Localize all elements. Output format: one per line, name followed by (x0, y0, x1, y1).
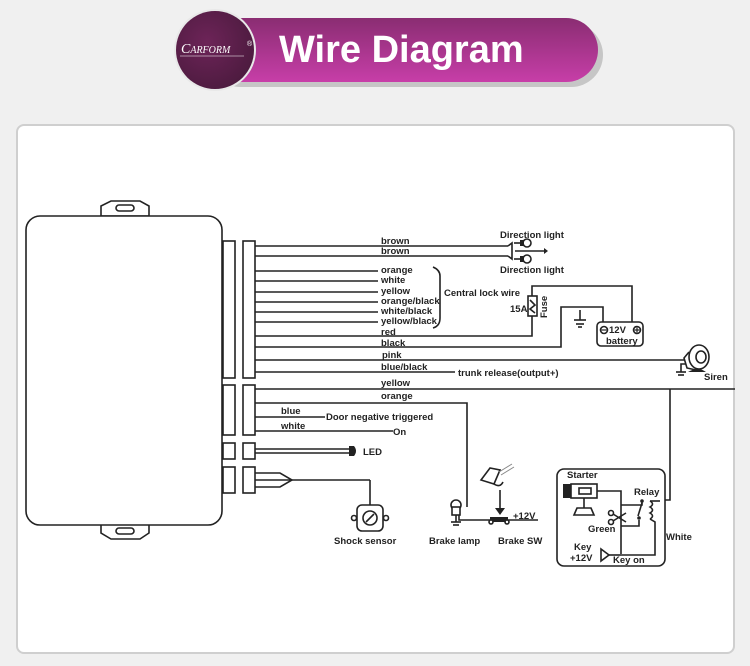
label-trunk-release: trunk release(output+) (458, 368, 559, 379)
label-direction-light-top: Direction light (500, 230, 565, 241)
fuse-icon (527, 285, 633, 322)
label-door-negative: Door negative triggered (326, 412, 433, 423)
bulb-icon (522, 254, 532, 264)
label-green: Green (588, 524, 616, 535)
led-icon (255, 446, 356, 456)
label-central-lock-wire: Central lock wire (444, 288, 520, 299)
label-key-voltage: +12V (570, 553, 593, 564)
label-battery-voltage: 12V (609, 325, 627, 336)
label-key-on: Key on (613, 555, 645, 566)
label-siren: Siren (704, 372, 728, 383)
header-banner: CARFORM ® Wire Diagram (174, 9, 603, 91)
label-brake-sw: Brake SW (498, 536, 542, 547)
label-relay: Relay (634, 487, 660, 498)
starter-relay-box (556, 468, 666, 567)
registered-mark: ® (247, 40, 253, 48)
label-blue: blue (281, 406, 301, 417)
label-black: black (381, 338, 406, 349)
shock-sensor (255, 472, 390, 532)
battery (596, 321, 644, 347)
label-brake-lamp: Brake lamp (429, 536, 480, 547)
label-orange-2: orange (381, 391, 413, 402)
label-brown-1: brown (381, 236, 410, 247)
label-on: On (393, 427, 406, 438)
logo-text: CARFORM (181, 42, 231, 57)
alarm-control-unit (25, 200, 223, 540)
brake-pedal-icon (479, 467, 502, 485)
label-yellow-2: yellow (381, 378, 411, 389)
wire-black (255, 306, 604, 348)
label-white: white (380, 275, 405, 286)
label-brown-2: brown (381, 246, 410, 257)
label-fuse: Fuse (539, 296, 550, 318)
label-yellow: yellow (381, 286, 411, 297)
wire-red (255, 316, 533, 337)
label-plus12v: +12V (513, 511, 536, 522)
label-white-black: white/black (380, 306, 433, 317)
label-orange-black: orange/black (381, 296, 440, 307)
label-yellow-black: yellow/black (381, 316, 438, 327)
label-shock-sensor: Shock sensor (334, 536, 397, 547)
label-fuse-rating: 15A (510, 304, 528, 315)
cut-icon (607, 509, 627, 526)
brake-lamp (450, 499, 490, 526)
brand-logo (176, 11, 254, 89)
connectors (222, 240, 256, 494)
title-pill (206, 18, 598, 82)
siren-icon (676, 344, 710, 376)
label-white-relay: White (666, 532, 692, 543)
label-blue-black: blue/black (381, 362, 428, 373)
brake-switch (479, 463, 538, 525)
label-led: LED (363, 447, 382, 458)
central-lock-bracket (432, 266, 441, 329)
wire-harness-main (255, 245, 684, 373)
label-red: red (381, 327, 396, 338)
label-key: Key (574, 542, 592, 553)
label-battery: battery (606, 336, 638, 347)
label-direction-light-bottom: Direction light (500, 265, 565, 276)
label-pink: pink (382, 350, 402, 361)
label-starter: Starter (567, 470, 598, 481)
page-title: Wire Diagram (279, 29, 524, 71)
label-orange: orange (381, 265, 413, 276)
direction-lights (507, 238, 548, 264)
wire-labels: brown brown orange white yellow orange/b… (280, 230, 728, 566)
ground-icon (574, 310, 586, 328)
label-white-2: white (280, 421, 305, 432)
wire-orange-2 (255, 402, 468, 507)
